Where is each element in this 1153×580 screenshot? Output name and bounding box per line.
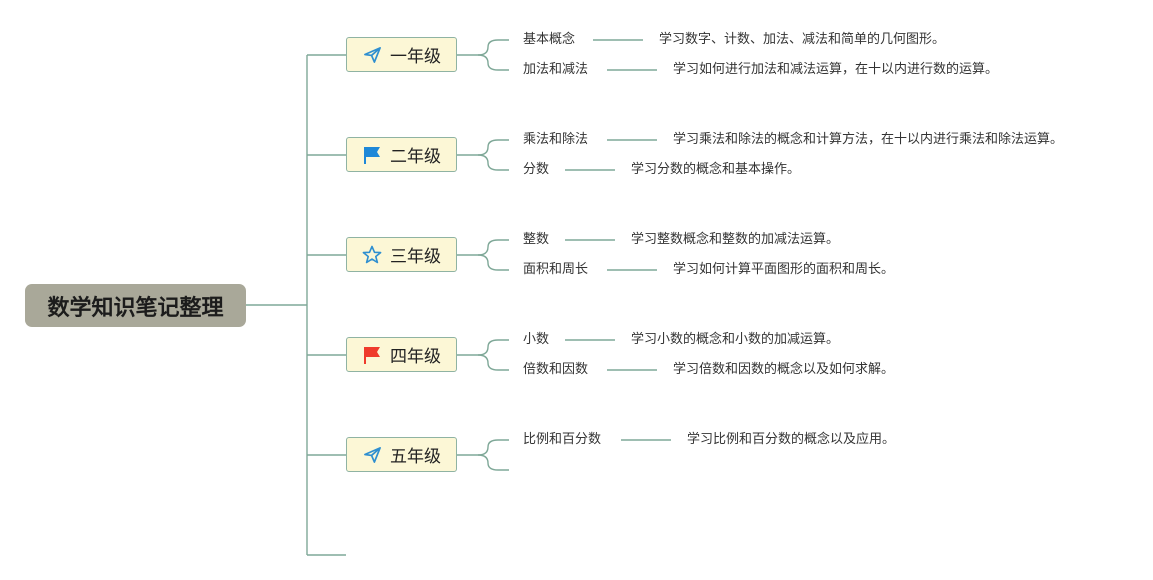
grade-label: 五年级: [390, 447, 441, 467]
grade-node-3[interactable]: 三年级: [346, 237, 457, 272]
grade-node-1[interactable]: 一年级: [346, 37, 457, 72]
root-node[interactable]: 数学知识笔记整理: [25, 284, 246, 327]
grade-node-4[interactable]: 四年级: [346, 337, 457, 372]
topic-desc: 学习乘法和除法的概念和计算方法，在十以内进行乘法和除法运算。: [673, 132, 1064, 147]
topic-name: 整数: [523, 232, 550, 247]
topic-desc: 学习小数的概念和小数的加减运算。: [631, 332, 840, 347]
grade-label: 四年级: [390, 347, 441, 367]
topic-name: 比例和百分数: [523, 432, 602, 447]
topic-name: 基本概念: [523, 32, 576, 47]
grade-label: 三年级: [390, 247, 441, 267]
topic-desc: 学习数字、计数、加法、减法和简单的几何图形。: [659, 32, 946, 47]
red-flag-icon: [362, 345, 382, 365]
blue-flag-icon: [362, 145, 382, 165]
topic-name: 乘法和除法: [523, 132, 589, 147]
topic-name: 加法和减法: [523, 62, 589, 77]
star-icon: [362, 245, 382, 265]
grade-node-5[interactable]: 五年级: [346, 437, 457, 472]
grade-label: 一年级: [390, 47, 441, 67]
topic-desc: 学习比例和百分数的概念以及应用。: [687, 432, 896, 447]
paper-plane-icon: [362, 445, 382, 465]
topic-name: 小数: [523, 332, 550, 347]
topic-name: 面积和周长: [523, 262, 589, 277]
topic-name: 分数: [523, 162, 550, 177]
topic-desc: 学习如何计算平面图形的面积和周长。: [673, 262, 895, 277]
topic-desc: 学习倍数和因数的概念以及如何求解。: [673, 362, 895, 377]
topic-desc: 学习如何进行加法和减法运算，在十以内进行数的运算。: [673, 62, 999, 77]
topic-desc: 学习分数的概念和基本操作。: [631, 162, 801, 177]
root-title: 数学知识笔记整理: [47, 295, 224, 321]
topic-name: 倍数和因数: [523, 362, 589, 377]
grade-node-2[interactable]: 二年级: [346, 137, 457, 172]
topic-desc: 学习整数概念和整数的加减法运算。: [631, 232, 840, 247]
grade-label: 二年级: [390, 147, 441, 167]
paper-plane-icon: [362, 45, 382, 65]
